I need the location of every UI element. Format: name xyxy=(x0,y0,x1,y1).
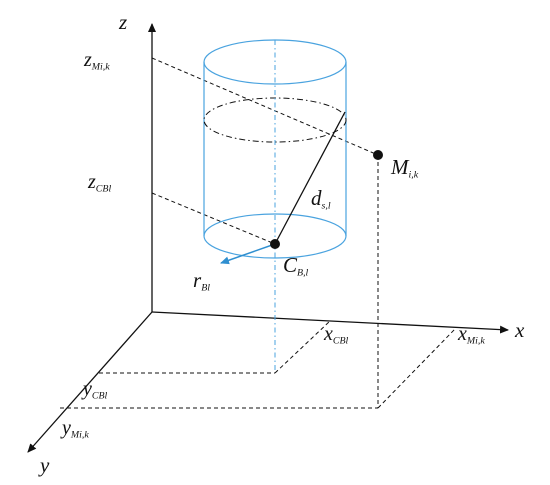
x-axis-label: x xyxy=(515,318,525,342)
y-axis-label: y xyxy=(40,453,50,477)
distance-line xyxy=(274,111,346,245)
m-point-label: Mi,k xyxy=(391,155,419,181)
cylinder xyxy=(203,39,347,259)
y-c-label: yCBl xyxy=(83,378,108,402)
radius-arrow xyxy=(220,243,276,265)
x-axis xyxy=(151,311,509,334)
y-m-label: yMi,k xyxy=(62,417,89,441)
c-point-label: CB,l xyxy=(283,253,309,279)
point-m xyxy=(373,150,383,160)
z-m-label: zMi,k xyxy=(84,49,110,73)
x-m-label: xMi,k xyxy=(458,323,485,347)
point-c xyxy=(270,239,280,249)
y-axis xyxy=(27,311,153,453)
radius-label: rBl xyxy=(193,268,210,294)
projection-lines xyxy=(60,57,456,409)
z-axis-label: z xyxy=(119,10,128,34)
x-c-label: xCBl xyxy=(324,323,349,347)
distance-label: ds,l xyxy=(311,186,331,212)
z-c-label: zCBl xyxy=(88,171,112,195)
